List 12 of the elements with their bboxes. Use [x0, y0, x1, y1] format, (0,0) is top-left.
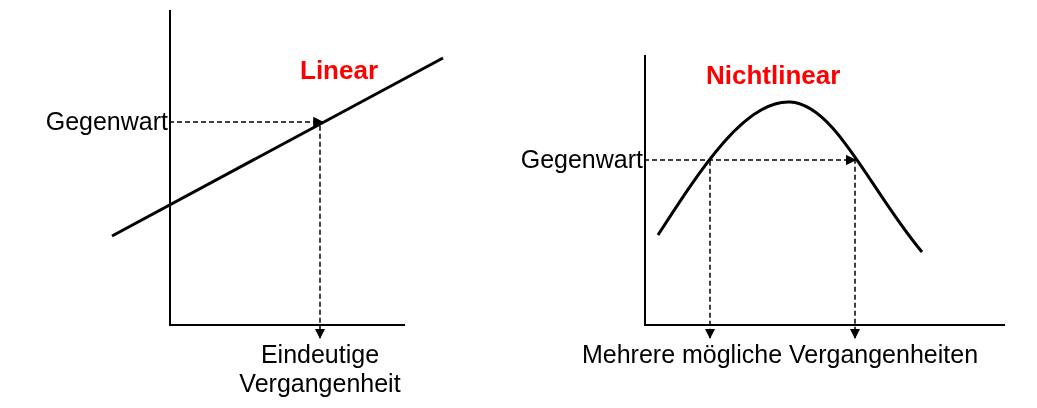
axis-label: Gegenwart — [45, 107, 168, 136]
arrow — [849, 158, 861, 340]
chart-heading: Linear — [300, 55, 379, 86]
bell-curve — [656, 100, 924, 253]
arrow — [168, 116, 324, 128]
chart-heading: Nichtlinear — [706, 60, 841, 91]
axis-label: Eindeutige Vergangenheit — [220, 340, 420, 398]
arrow — [643, 154, 857, 166]
arrow — [314, 125, 326, 340]
axis-label: Mehrere mögliche Vergangenheiten — [525, 340, 1035, 369]
arrow — [704, 159, 716, 340]
axis-label: Gegenwart — [520, 145, 643, 174]
